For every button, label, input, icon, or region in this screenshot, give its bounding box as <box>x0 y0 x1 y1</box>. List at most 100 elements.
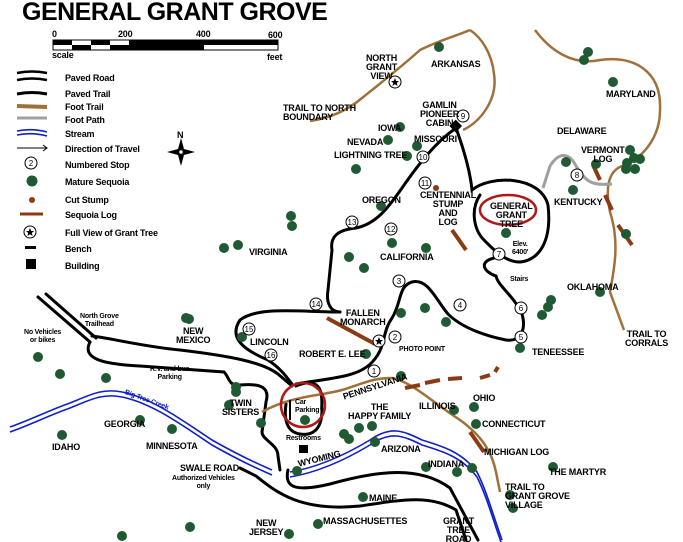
legend-building: Building <box>65 261 100 271</box>
stream <box>289 435 502 542</box>
sequoia-tree-icon <box>135 415 145 425</box>
sequoia-tree-icon <box>367 421 377 431</box>
sequoia-tree-icon <box>471 419 481 429</box>
paved-road <box>238 466 468 542</box>
sequoia-tree-icon <box>630 164 640 174</box>
label-indiana: INDIANA <box>428 459 465 469</box>
label-twin: TWIN SISTERS <box>222 398 260 417</box>
sequoia-tree-icon <box>181 313 191 323</box>
sequoia-tree-icon <box>387 238 397 248</box>
sequoia-tree-icon <box>167 424 177 434</box>
label-north-grant-view: NORTH GRANT VIEW <box>366 53 397 81</box>
cut-stump-icon <box>433 185 439 191</box>
label-authorized: Authorized Vehicles only <box>172 475 235 490</box>
scale-tick: 0 <box>52 29 57 39</box>
label-tenessee: TENEESSEE <box>532 347 585 357</box>
scale-bar <box>52 39 279 51</box>
sequoia-tree-icon <box>185 522 195 532</box>
sequoia-tree-icon <box>421 462 431 472</box>
sequoia-tree-icon <box>412 141 422 151</box>
sequoia-tree-icon <box>421 243 431 253</box>
label-no-vehicles: No Vehicles or bikes <box>24 329 62 344</box>
stop-number: 2 <box>393 333 398 342</box>
sequoia-tree-icon <box>396 308 406 318</box>
paved-road <box>285 468 480 542</box>
stop-number: 12 <box>387 225 396 234</box>
sequoia-tree-icon <box>300 415 310 425</box>
foot-trail <box>309 28 471 123</box>
label-minnesota: MINNESOTA <box>146 441 198 451</box>
label-village: TRAIL TO GRANT GROVE VILLAGE <box>505 482 570 510</box>
label-idaho: IDAHO <box>52 442 80 452</box>
sequoia-tree-icon <box>237 332 247 342</box>
foot-trail <box>261 376 502 493</box>
sequoia-tree-icon <box>376 201 386 211</box>
label-illinois: ILLINOIS <box>419 401 456 411</box>
paved-road <box>234 309 342 386</box>
paved-roads <box>36 126 551 542</box>
legend-bench: Bench <box>65 244 92 254</box>
sequoia-tree-icon <box>467 463 477 473</box>
stream <box>289 430 503 541</box>
label-new-jersey: NEW JERSEY <box>249 518 284 537</box>
compass-rose-icon <box>167 138 195 166</box>
sequoia-tree-icon <box>452 467 462 477</box>
sequoia-tree-icon <box>361 349 371 359</box>
label-car: Car Parking <box>295 399 320 414</box>
scale-tick: 400 <box>196 29 211 39</box>
label-lincoln: LINCOLN <box>250 337 289 347</box>
restrooms-building-icon <box>299 445 308 453</box>
stop-number: 6 <box>519 304 524 313</box>
stop-number: 11 <box>421 179 430 188</box>
foot-trails <box>261 28 662 493</box>
scale-label: scale <box>52 50 74 60</box>
label-elev: Elev. 6400' <box>512 241 529 256</box>
sequoia-tree-icon <box>621 229 631 239</box>
sequoia-tree-icon <box>383 135 393 145</box>
mature-sequoias <box>33 42 645 541</box>
stop-number: 5 <box>519 333 524 342</box>
legend-sequoia-log: Sequoia Log <box>65 210 117 220</box>
sequoia-logs <box>326 164 634 454</box>
legend-numbered-stop: Numbered Stop <box>65 160 130 170</box>
label-restrooms: Restrooms <box>286 435 321 442</box>
numbered-stop-16 <box>264 348 278 362</box>
numbered-stop-7 <box>492 247 506 261</box>
label-arkansas: ARKANSAS <box>431 59 481 69</box>
label-oregon: OREGON <box>362 195 401 205</box>
sequoia-tree-icon <box>233 240 243 250</box>
sequoia-tree-icon <box>344 434 354 444</box>
foot-path <box>541 154 613 189</box>
label-iowa: IOWA <box>378 123 402 133</box>
legend-cut-stump: Cut Stump <box>65 195 109 205</box>
label-fallen: FALLEN MONARCH <box>340 308 386 327</box>
sequoia-tree-icon <box>591 159 601 169</box>
sequoia-tree-icon <box>548 462 558 472</box>
scale-tick: 200 <box>118 29 133 39</box>
label-new-mexico: NEW MEXICO <box>176 326 211 345</box>
sequoia-tree-icon <box>219 243 229 253</box>
sequoia-tree-icon <box>595 287 605 297</box>
label-corrals: TRAIL TO CORRALS <box>625 329 669 348</box>
sequoia-tree-icon <box>469 402 479 412</box>
numbered-stop-8 <box>570 168 584 182</box>
label-swale: SWALE ROAD <box>180 463 240 473</box>
label-trailhead: North Grove Trailhead <box>80 313 119 328</box>
numbered-stop-2 <box>388 330 402 344</box>
label-lightning: LIGHTNING TREE <box>334 150 408 160</box>
stop-number: 3 <box>397 277 402 286</box>
legend-paved-trail: Paved Trail <box>65 89 111 99</box>
legend-star-view: Full View of Grant Tree <box>65 228 158 238</box>
paved-road <box>36 295 92 344</box>
paved-road <box>44 292 98 340</box>
sequoia-tree-icon <box>402 151 412 161</box>
label-trail-north: TRAIL TO NORTH BOUNDARY <box>283 103 356 122</box>
label-delaware: DELAWARE <box>557 126 607 136</box>
label-virginia: VIRGINIA <box>249 247 288 257</box>
sequoia-log <box>404 365 500 390</box>
sequoia-tree-icon <box>395 122 405 132</box>
sequoia-tree-icon <box>635 154 645 164</box>
sequoia-log <box>450 228 468 252</box>
label-nevada: NEVADA <box>347 137 384 147</box>
